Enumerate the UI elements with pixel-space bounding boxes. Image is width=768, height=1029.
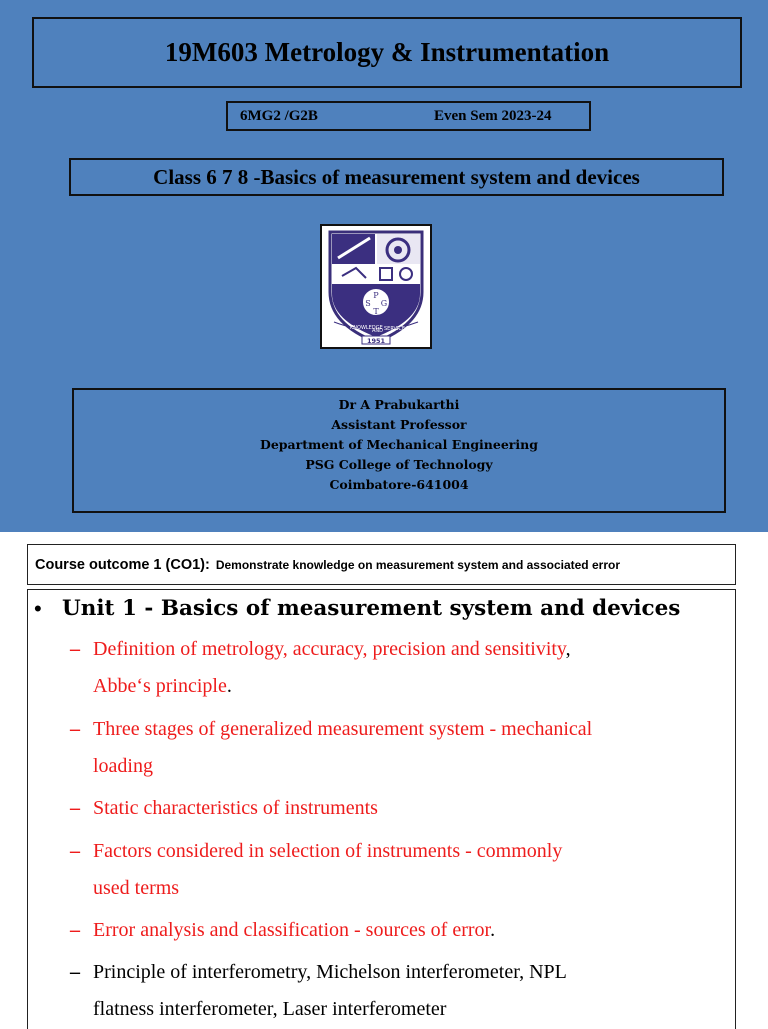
list-item: – Factors considered in selection of ins…	[70, 833, 730, 907]
course-title: 19M603 Metrology & Instrumentation	[164, 37, 610, 67]
unit-content-box: • Unit 1 - Basics of measurement system …	[27, 589, 736, 1029]
dash-icon: –	[70, 718, 80, 740]
author-info-box: Dr A Prabukarthi Assistant Professor Dep…	[72, 388, 726, 513]
course-outcome-label: Course outcome 1 (CO1):	[35, 556, 210, 573]
college-crest-icon: P S G T KNOWLEDGE AND SERVICE 1951	[328, 230, 424, 345]
semester-label: Even Sem 2023-24	[434, 107, 552, 124]
svg-text:T: T	[373, 307, 379, 316]
svg-text:SERVICE: SERVICE	[384, 326, 405, 332]
unit-heading: Unit 1 - Basics of measurement system an…	[62, 596, 681, 621]
author-name: Dr A Prabukarthi	[338, 397, 460, 412]
svg-text:P: P	[373, 291, 379, 300]
college-logo: P S G T KNOWLEDGE AND SERVICE 1951	[320, 224, 432, 349]
item-text-line2: used terms	[93, 877, 180, 899]
bullet-icon: •	[34, 596, 42, 621]
item-text-tail: ,	[565, 638, 571, 660]
svg-text:AND: AND	[372, 328, 383, 334]
item-text-line2-tail: .	[226, 675, 232, 697]
dash-icon: –	[70, 797, 80, 819]
item-text-line2: flatness interferometer, Laser interfero…	[93, 998, 447, 1020]
item-text-line2: loading	[93, 755, 153, 777]
course-title-box: 19M603 Metrology & Instrumentation	[32, 17, 742, 88]
list-item: – Principle of interferometry, Michelson…	[70, 954, 730, 1028]
dash-icon: –	[70, 638, 80, 660]
item-text: Definition of metrology, accuracy, preci…	[93, 638, 566, 660]
item-text: Principle of interferometry, Michelson i…	[93, 961, 567, 983]
item-text-tail: .	[490, 919, 496, 941]
author-city: Coimbatore-641004	[329, 477, 469, 492]
course-outcome-box: Course outcome 1 (CO1): Demonstrate know…	[27, 544, 736, 585]
svg-text:G: G	[381, 299, 387, 308]
batch-semester-box: 6MG2 /G2B Even Sem 2023-24	[226, 101, 591, 131]
svg-text:1951: 1951	[367, 337, 386, 345]
dash-icon: –	[70, 961, 80, 983]
list-item: – Three stages of generalized measuremen…	[70, 711, 730, 785]
author-college: PSG College of Technology	[305, 457, 493, 472]
class-title-box: Class 6 7 8 -Basics of measurement syste…	[69, 158, 724, 196]
svg-text:KNOWLEDGE: KNOWLEDGE	[350, 325, 383, 331]
list-item: – Definition of metrology, accuracy, pre…	[70, 631, 730, 705]
author-department: Department of Mechanical Engineering	[260, 437, 538, 452]
course-outcome-description: Demonstrate knowledge on measurement sys…	[215, 557, 620, 572]
batch-label: 6MG2 /G2B	[240, 107, 318, 124]
author-designation: Assistant Professor	[331, 417, 467, 432]
syllabus-slide: Course outcome 1 (CO1): Demonstrate know…	[0, 532, 768, 1029]
svg-text:S: S	[365, 299, 370, 308]
title-slide: 19M603 Metrology & Instrumentation 6MG2 …	[0, 0, 768, 532]
item-text: Three stages of generalized measurement …	[93, 718, 593, 740]
dash-icon: –	[70, 919, 80, 941]
class-title: Class 6 7 8 -Basics of measurement syste…	[153, 164, 640, 189]
list-item: – Error analysis and classification - so…	[70, 912, 730, 949]
item-text: Factors considered in selection of instr…	[93, 840, 563, 862]
dash-icon: –	[70, 840, 80, 862]
item-text: Error analysis and classification - sour…	[93, 919, 491, 941]
item-text-line2: Abbe‘s principle	[93, 675, 227, 697]
list-item: – Static characteristics of instruments	[70, 790, 730, 827]
item-text: Static characteristics of instruments	[93, 797, 378, 819]
